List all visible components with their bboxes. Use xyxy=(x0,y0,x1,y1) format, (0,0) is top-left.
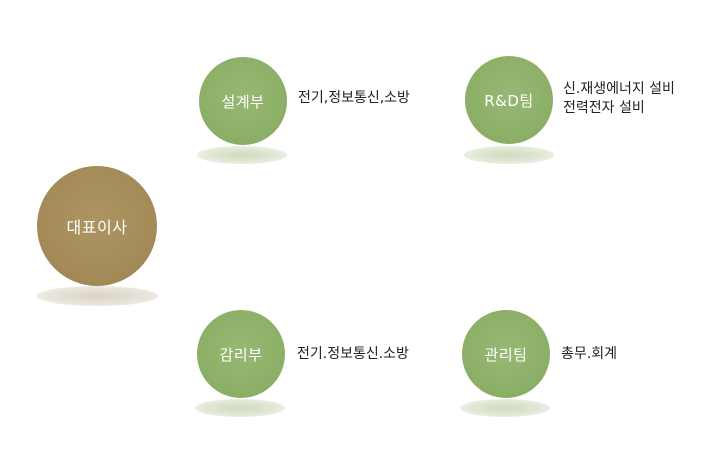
design-description: 전기,정보통신,소방 xyxy=(298,89,410,108)
rnd-node[interactable]: R&D팀 xyxy=(465,56,553,144)
rnd-description-line-1: 신.재생에너지 설비 xyxy=(563,81,675,97)
management-node[interactable]: 관리팀 xyxy=(462,310,550,398)
design-description-line: 전기,정보통신,소방 xyxy=(298,90,410,106)
design-node-shadow xyxy=(197,146,287,164)
management-node-shadow xyxy=(460,399,550,417)
management-label: 관리팀 xyxy=(484,345,528,364)
supervision-node[interactable]: 감리부 xyxy=(197,310,285,398)
design-node[interactable]: 설계부 xyxy=(199,57,287,145)
supervision-node-shadow xyxy=(195,399,285,417)
rnd-label: R&D팀 xyxy=(484,91,534,110)
ceo-node-shadow xyxy=(37,286,158,306)
ceo-label: 대표이사 xyxy=(66,218,128,237)
rnd-node-shadow xyxy=(464,146,554,164)
supervision-description-line: 전기.정보통신.소방 xyxy=(297,346,409,362)
supervision-description: 전기.정보통신.소방 xyxy=(297,345,409,364)
design-label: 설계부 xyxy=(221,92,265,111)
rnd-description-line-2: 전력전자 설비 xyxy=(563,100,645,116)
ceo-node[interactable]: 대표이사 xyxy=(37,166,157,286)
supervision-label: 감리부 xyxy=(219,345,263,364)
rnd-description: 신.재생에너지 설비 전력전자 설비 xyxy=(563,80,675,118)
management-description: 총무.회계 xyxy=(561,345,617,364)
management-description-line: 총무.회계 xyxy=(561,346,617,362)
